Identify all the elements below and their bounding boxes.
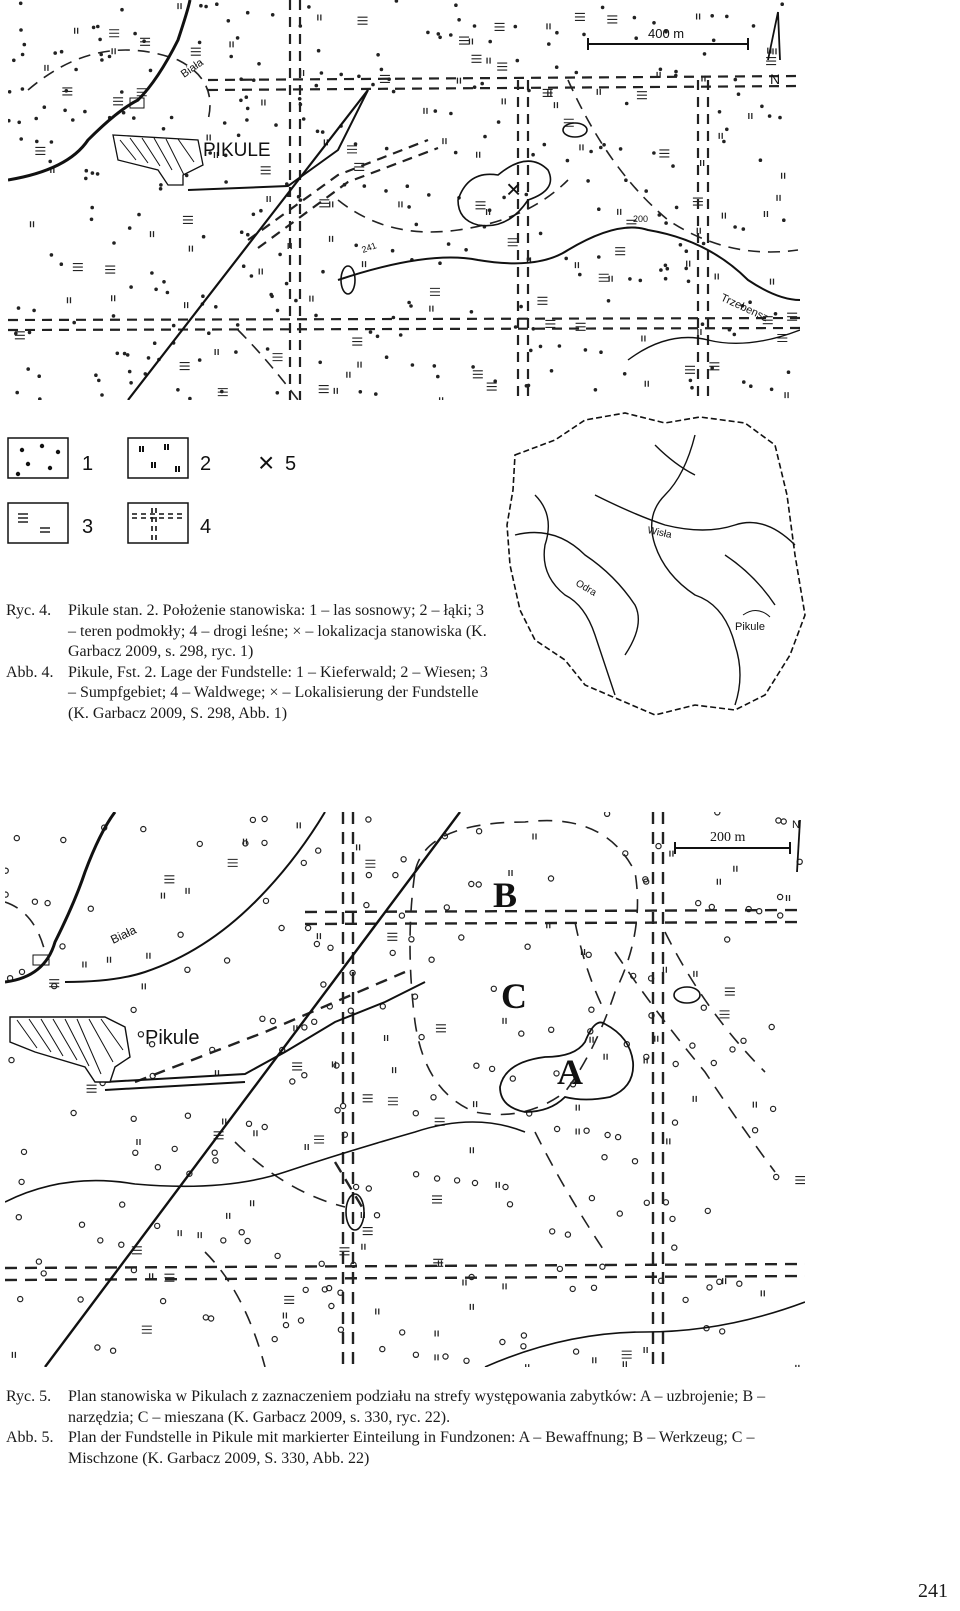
figure4-legend: 1 2 3 4 × 5 [7,437,296,544]
map4-scale-bar [587,38,749,50]
caption-label: Ryc. 4. [6,602,52,619]
caption-text-de: Pikule, Fst. 2. Lage der Fundstelle: 1 –… [68,663,488,722]
caption-text-pl: Pikule stan. 2. Położenie stanowiska: 1 … [68,602,487,660]
forest-roads [5,812,805,1367]
village-pikule-hatch [112,134,204,186]
legend-box-forest [7,437,69,479]
inset-label-pikule: Pikule [735,621,765,633]
caption-label: Ryc. 5. [6,1388,52,1405]
figure4-inset-map: Wisła Odra Pikule [506,412,806,716]
map4-village-label: PIKULE [203,140,271,161]
main-road [44,812,461,1367]
page-number: 241 [918,1580,948,1602]
caption-text-pl: Plan stanowiska w Pikulach z zaznaczenie… [68,1388,766,1426]
figure5-caption: Ryc. 5. Plan stanowiska w Pikulach z zaz… [6,1387,814,1469]
map5-scale-bar [674,842,791,854]
map4-river2-label: Trzebensz [719,292,770,324]
map4-scale-label: 400 m [648,26,684,41]
north-arrow-icon [767,11,781,61]
figure5-map: Pikule Biała B C A 200 m N [5,812,805,1367]
legend-box-roads [127,502,189,544]
legend-key-2: 2 [200,453,211,475]
poland-border [506,412,806,716]
map5-village-label: Pikule [145,1027,199,1049]
rivers [514,434,796,706]
zone-a-label: A [557,1052,583,1092]
village-pikule-hatch [9,1016,131,1083]
inset-label-odra: Odra [574,578,599,599]
legend-box-marsh [7,502,69,544]
caption-label: Abb. 5. [6,1429,54,1446]
north-arrow-icon [796,819,801,873]
legend-box-meadow [127,437,189,479]
map4-contour-label: 200 [633,214,648,224]
legend-key-5: 5 [285,453,296,475]
zone-b-label: B [493,875,517,915]
legend-key-1: 1 [82,453,93,475]
inset-label-wisla: Wisła [646,525,673,541]
figure4-caption: Ryc. 4. Pikule stan. 2. Położenie stanow… [6,601,490,724]
figure4-map: × PIKULE Biała Trzebensz 200 241 400 m N [8,0,800,400]
map4-north-label: N [770,71,780,87]
map5-north-label: N [792,819,800,831]
zone-a-outline [499,1021,634,1113]
zone-c-label: C [501,976,527,1016]
forest-dot-pattern [8,0,798,400]
legend-key-4: 4 [200,516,211,538]
legend-cross-icon: × [258,447,274,478]
map5-river-label: Biała [108,923,138,947]
caption-text-de: Plan der Fundstelle in Pikule mit markie… [68,1429,755,1467]
site-location-cross: × [506,174,521,204]
map4-contour-label: 241 [360,240,378,255]
forest-roads [8,0,800,400]
caption-label: Abb. 4. [6,663,54,681]
legend-key-3: 3 [82,516,93,538]
map4-river-label: Biała [179,56,207,80]
map5-scale-label: 200 m [710,830,746,845]
